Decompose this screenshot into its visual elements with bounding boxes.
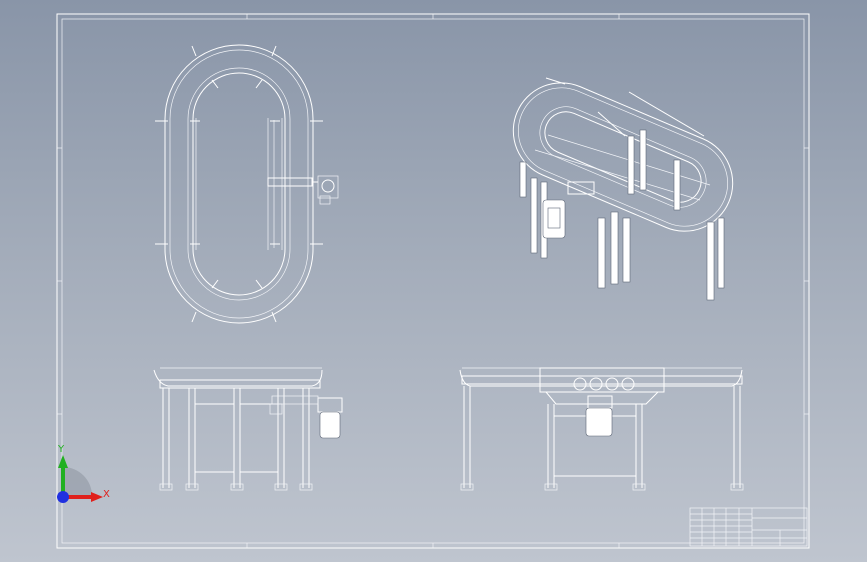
- z-axis-dot: [57, 491, 69, 503]
- isometric-view: [512, 77, 734, 301]
- sheet-border: [56, 13, 810, 549]
- front-view: [153, 367, 343, 491]
- top-view: [155, 44, 339, 324]
- side-view: [459, 367, 744, 491]
- x-axis-label: X: [103, 489, 110, 500]
- iso-legs: [519, 129, 725, 301]
- title-block: [689, 507, 808, 547]
- y-axis-label: Y: [57, 444, 65, 455]
- coordinate-triad: X Y: [57, 444, 110, 503]
